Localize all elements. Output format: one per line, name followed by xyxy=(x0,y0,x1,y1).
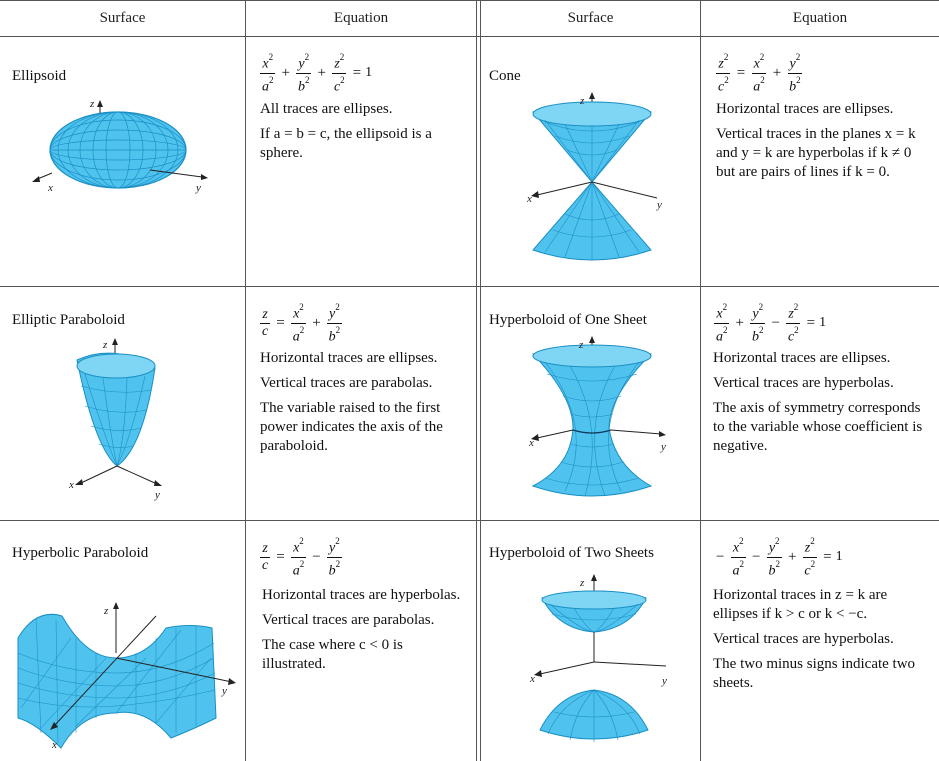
note: The case where c < 0 is illustrated. xyxy=(262,637,403,672)
col-divider-3 xyxy=(700,0,701,761)
notes-cone: Horizontal traces are ellipses. Vertical… xyxy=(716,100,931,188)
hyperboloid-one-sheet-x-label: x xyxy=(528,437,534,449)
hyperboloid-two-sheets-x-label: x xyxy=(529,673,535,685)
elliptic-paraboloid-x-label: x xyxy=(68,479,74,491)
note: Vertical traces are hyperbolas. xyxy=(713,375,894,391)
ellipsoid-z-label: z xyxy=(89,98,95,110)
surface-name-hyperbolic-paraboloid: Hyperbolic Paraboloid xyxy=(12,545,149,561)
notes-elliptic-paraboloid: Horizontal traces are ellipses. Vertical… xyxy=(260,349,470,462)
cone-figure: z x y xyxy=(526,92,662,261)
surface-name-elliptic-paraboloid: Elliptic Paraboloid xyxy=(12,312,125,328)
note: Vertical traces are hyperbolas. xyxy=(713,631,894,647)
note: The variable raised to the first power i… xyxy=(260,400,443,454)
note: Horizontal traces are hyperbolas. xyxy=(262,587,461,603)
notes-hyperboloid-one-sheet: Horizontal traces are ellipses. Vertical… xyxy=(713,349,933,462)
header-equation-left: Equation xyxy=(333,9,389,26)
surface-name-hyperboloid-two-sheets: Hyperboloid of Two Sheets xyxy=(489,545,654,561)
row-divider-2 xyxy=(0,520,939,521)
header-equation-right: Equation xyxy=(792,9,848,26)
surface-name-hyperboloid-one-sheet: Hyperboloid of One Sheet xyxy=(489,312,647,328)
ellipsoid-y-label: y xyxy=(195,182,201,194)
cone-z-label: z xyxy=(579,95,585,107)
note: Horizontal traces are ellipses. xyxy=(716,101,894,117)
notes-hyperboloid-two-sheets: Horizontal traces in z = k are ellipses … xyxy=(713,586,933,699)
hyperbolic-paraboloid-figure: z x y xyxy=(17,602,236,751)
note: If a = b = c, the ellipsoid is a sphere. xyxy=(260,126,432,161)
ellipsoid-x-label: x xyxy=(47,182,53,194)
table-top-border xyxy=(0,0,939,1)
col-divider-center-a xyxy=(476,0,477,761)
hyperboloid-two-sheets-figure: z x y xyxy=(529,574,667,742)
note: Vertical traces are parabolas. xyxy=(262,612,435,628)
hyperboloid-one-sheet-y-label: y xyxy=(660,441,666,453)
surface-name-cone: Cone xyxy=(489,68,521,84)
elliptic-paraboloid-z-label: z xyxy=(102,339,108,351)
header-surface-left: Surface xyxy=(99,9,146,26)
note: Horizontal traces in z = k are ellipses … xyxy=(713,587,888,622)
col-divider-1 xyxy=(245,0,246,761)
note: The axis of symmetry corresponds to the … xyxy=(713,400,923,454)
header-surface-right: Surface xyxy=(567,9,614,26)
elliptic-paraboloid-y-label: y xyxy=(154,489,160,501)
note: The two minus signs indicate two sheets. xyxy=(713,656,916,691)
note: Horizontal traces are ellipses. xyxy=(260,350,438,366)
hyperbolic-paraboloid-x-label: x xyxy=(51,739,57,751)
hyperboloid-two-sheets-y-label: y xyxy=(661,675,667,687)
hyperboloid-one-sheet-figure: z x y xyxy=(528,336,666,497)
note: Horizontal traces are ellipses. xyxy=(713,350,891,366)
hyperbolic-paraboloid-z-label: z xyxy=(103,605,109,617)
hyperboloid-one-sheet-z-label: z xyxy=(578,339,584,351)
hyperbolic-paraboloid-y-label: y xyxy=(221,685,227,697)
notes-hyperbolic-paraboloid: Horizontal traces are hyperbolas. Vertic… xyxy=(262,586,467,680)
cone-y-label: y xyxy=(656,199,662,211)
surface-name-ellipsoid: Ellipsoid xyxy=(12,68,67,84)
elliptic-paraboloid-figure: z x y xyxy=(68,338,162,501)
row-divider-1 xyxy=(0,286,939,287)
note: Vertical traces in the planes x = k and … xyxy=(716,126,916,180)
note: All traces are ellipses. xyxy=(260,101,393,117)
cone-x-label: x xyxy=(526,193,532,205)
note: Vertical traces are parabolas. xyxy=(260,375,433,391)
header-divider xyxy=(0,36,939,37)
notes-ellipsoid: All traces are ellipses. If a = b = c, t… xyxy=(260,100,470,169)
hyperboloid-two-sheets-z-label: z xyxy=(579,577,585,589)
ellipsoid-figure: z x y xyxy=(32,98,208,194)
col-divider-center-b xyxy=(480,0,481,761)
